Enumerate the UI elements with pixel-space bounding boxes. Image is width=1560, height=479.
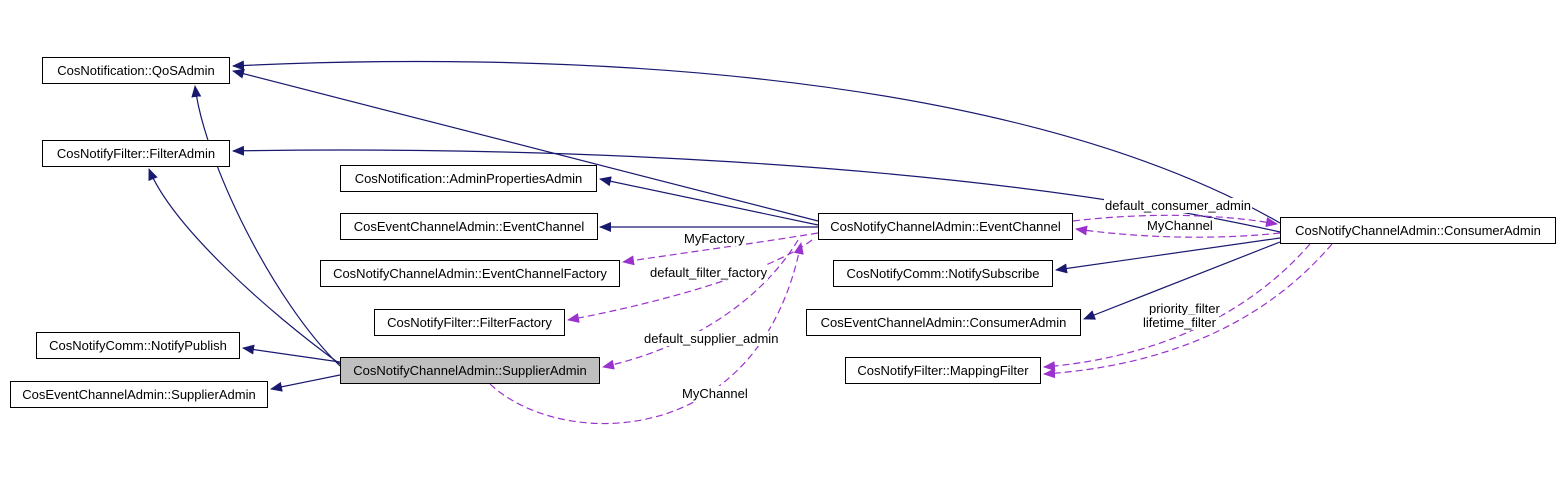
edge-consumeradmin-to-qosadmin [232, 60, 1281, 224]
node-coseventchanneladmin-consumeradmin[interactable]: CosEventChannelAdmin::ConsumerAdmin [806, 309, 1081, 336]
edge-myfactory [622, 232, 819, 266]
edge-lifetime-filter [1043, 243, 1333, 379]
edge-consumeradmin-to-notifysubscribe [1055, 237, 1281, 274]
edge-label-myfactory: MyFactory [683, 231, 746, 246]
edge-eventchannel-to-qosadmin [232, 68, 819, 222]
node-coseventchanneladmin-eventchannel[interactable]: CosEventChannelAdmin::EventChannel [340, 213, 598, 240]
edge-supplieradmin-to-filteradmin [148, 168, 341, 365]
edge-eventchannel-to-adminpropertiesadmin [599, 176, 819, 226]
edge-label-priority-filter: priority_filter [1148, 301, 1221, 316]
edge-label-default-filter-factory: default_filter_factory [649, 265, 769, 280]
edge-default-supplier-admin [602, 239, 799, 370]
edge-mychannel-consumer [1075, 225, 1281, 238]
edge-label-lifetime-filter: lifetime_filter [1142, 315, 1217, 330]
node-cosnotifycomm-notifysubscribe[interactable]: CosNotifyComm::NotifySubscribe [833, 260, 1053, 287]
edge-default-consumer-admin [1072, 214, 1278, 228]
node-cosnotification-adminpropertiesadmin[interactable]: CosNotification::AdminPropertiesAdmin [340, 165, 597, 192]
edge-priority-filter [1043, 243, 1311, 372]
node-cosnotifychanneladmin-consumeradmin[interactable]: CosNotifyChannelAdmin::ConsumerAdmin [1280, 217, 1556, 244]
node-cosnotifyfilter-filterfactory[interactable]: CosNotifyFilter::FilterFactory [374, 309, 565, 336]
node-cosnotifycomm-notifypublish[interactable]: CosNotifyComm::NotifyPublish [36, 332, 240, 359]
edge-label-mychannel-supplier: MyChannel [681, 386, 749, 401]
node-cosnotifychanneladmin-eventchannel[interactable]: CosNotifyChannelAdmin::EventChannel [818, 213, 1073, 240]
edge-default-filter-factory [567, 239, 813, 323]
edge-label-default-consumer-admin: default_consumer_admin [1104, 198, 1252, 213]
node-cosnotification-qosadmin[interactable]: CosNotification::QoSAdmin [42, 57, 230, 84]
edge-label-default-supplier-admin: default_supplier_admin [643, 331, 780, 346]
edge-supplieradmin-to-notifypublish [242, 344, 341, 363]
node-cosnotifyfilter-mappingfilter[interactable]: CosNotifyFilter::MappingFilter [845, 357, 1041, 384]
edge-mychannel-supplier [489, 242, 804, 425]
node-cosnotifychanneladmin-eventchannelfactory[interactable]: CosNotifyChannelAdmin::EventChannelFacto… [320, 260, 620, 287]
edge-supplieradmin-to-cossupplieradmin [270, 374, 341, 392]
edge-consumeradmin-to-cosconsumeradmin [1083, 241, 1281, 320]
node-cosnotifyfilter-filteradmin[interactable]: CosNotifyFilter::FilterAdmin [42, 140, 230, 167]
node-coseventchanneladmin-supplieradmin[interactable]: CosEventChannelAdmin::SupplierAdmin [10, 381, 268, 408]
edge-label-mychannel-consumer: MyChannel [1146, 218, 1214, 233]
node-cosnotifychanneladmin-supplieradmin[interactable]: CosNotifyChannelAdmin::SupplierAdmin [340, 357, 600, 384]
edge-supplieradmin-to-qosadmin [191, 85, 341, 367]
